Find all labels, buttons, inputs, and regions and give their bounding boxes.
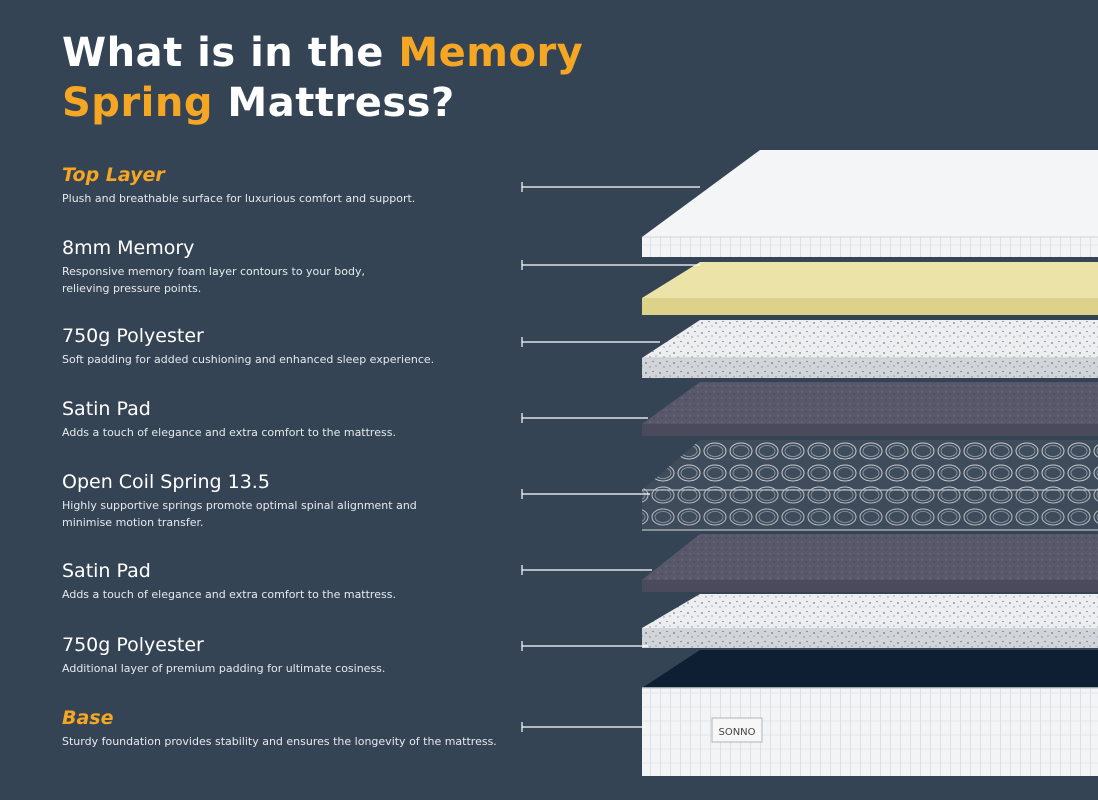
layer-name: Base: [62, 707, 114, 729]
polyester-shape-2: [642, 594, 1098, 648]
layer-polyester-2: 750g Polyester Additional layer of premi…: [62, 634, 512, 677]
polyester-shape-1: [642, 320, 1098, 378]
satin-pad-shape-1: [642, 382, 1098, 436]
layer-desc-line: Soft padding for added cushioning and en…: [62, 353, 435, 366]
page-title: What is in the Memory Spring Mattress?: [62, 28, 583, 128]
layer-memory: 8mm Memory Responsive memory foam layer …: [62, 237, 512, 297]
layer-name: 750g Polyester: [62, 634, 204, 656]
layer-desc-line: Responsive memory foam layer contours to…: [62, 265, 365, 278]
layer-name: Satin Pad: [62, 560, 151, 582]
layer-satin-2: Satin Pad Adds a touch of elegance and e…: [62, 560, 512, 603]
coil-spring-shape: [642, 440, 1098, 531]
layer-name: 750g Polyester: [62, 325, 204, 347]
layer-desc-line: Highly supportive springs promote optima…: [62, 499, 417, 512]
layer-desc-line: relieving pressure points.: [62, 282, 202, 295]
layer-desc-line: minimise motion transfer.: [62, 516, 204, 529]
layer-polyester-1: 750g Polyester Soft padding for added cu…: [62, 325, 512, 368]
title-part-1: What is in the: [62, 30, 399, 76]
layer-coil-spring: Open Coil Spring 13.5 Highly supportive …: [62, 471, 512, 531]
layer-base: Base Sturdy foundation provides stabilit…: [62, 707, 512, 750]
title-accent-spring: Spring: [62, 80, 213, 126]
layer-name: 8mm Memory: [62, 237, 195, 259]
layer-name: Satin Pad: [62, 398, 151, 420]
base-shape: SONNO: [642, 650, 1098, 776]
memory-foam-shape: [642, 262, 1098, 315]
layer-desc-line: Adds a touch of elegance and extra comfo…: [62, 588, 396, 601]
layer-desc-line: Adds a touch of elegance and extra comfo…: [62, 426, 396, 439]
layer-desc-line: Plush and breathable surface for luxurio…: [62, 192, 416, 205]
connector-lines: [521, 182, 700, 732]
layer-satin-1: Satin Pad Adds a touch of elegance and e…: [62, 398, 512, 441]
title-accent-memory: Memory: [398, 30, 584, 76]
layer-desc-line: Additional layer of premium padding for …: [62, 662, 386, 675]
brand-tag: [711, 717, 763, 743]
top-layer-shape: [642, 150, 1098, 257]
layer-name: Open Coil Spring 13.5: [62, 471, 270, 493]
title-part-2: Mattress?: [213, 80, 455, 126]
layer-top: Top Layer Plush and breathable surface f…: [62, 164, 512, 207]
layer-desc-line: Sturdy foundation provides stability and…: [62, 735, 497, 748]
satin-pad-shape-2: [642, 534, 1098, 592]
brand-tag-label: SONNO: [718, 727, 755, 738]
layer-name: Top Layer: [62, 164, 165, 186]
